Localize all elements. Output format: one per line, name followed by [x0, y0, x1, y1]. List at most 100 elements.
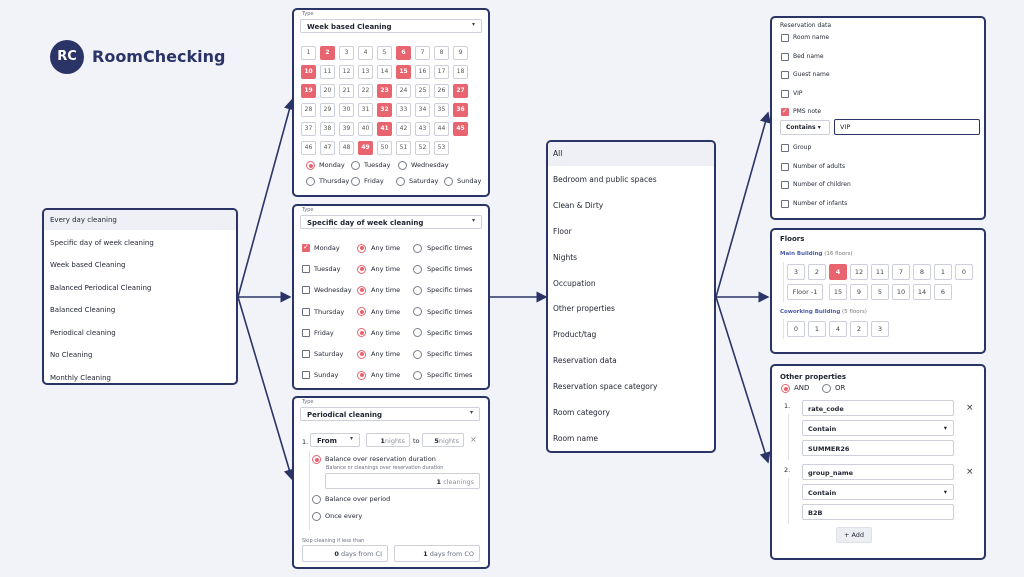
- floor-button[interactable]: 4: [829, 264, 847, 280]
- filter-item[interactable]: Other properties: [553, 304, 615, 314]
- week-cell[interactable]: 8: [434, 46, 449, 60]
- any-time-radio[interactable]: [357, 328, 366, 338]
- cleanings-input[interactable]: 1 cleanings: [325, 473, 480, 489]
- filter-item[interactable]: Bedroom and public spaces: [553, 174, 657, 184]
- week-cell[interactable]: 25: [415, 84, 430, 98]
- week-cell[interactable]: 17: [434, 65, 449, 79]
- contains-value-input[interactable]: VIP: [834, 119, 980, 135]
- remove-icon[interactable]: ×: [470, 435, 477, 444]
- condition-value-input[interactable]: SUMMER26: [802, 440, 954, 456]
- day-checkbox[interactable]: [302, 286, 310, 295]
- week-cell[interactable]: 37: [301, 122, 316, 136]
- floor-button[interactable]: 1: [808, 321, 826, 337]
- week-cell[interactable]: 23: [377, 84, 392, 98]
- reservation-checkbox[interactable]: [781, 52, 789, 61]
- week-cell[interactable]: 33: [396, 103, 411, 117]
- condition-value-input[interactable]: B2B: [802, 504, 954, 520]
- type-item[interactable]: Specific day of week cleaning: [50, 239, 154, 247]
- week-cell[interactable]: 2: [320, 46, 335, 60]
- week-cell[interactable]: 10: [301, 65, 316, 79]
- any-time-radio[interactable]: [357, 285, 366, 295]
- filter-item[interactable]: Reservation data: [553, 356, 617, 366]
- reservation-checkbox[interactable]: [781, 71, 789, 80]
- type-item[interactable]: Balanced Periodical Cleaning: [50, 284, 152, 292]
- week-cell[interactable]: 38: [320, 122, 335, 136]
- week-cell[interactable]: 36: [453, 103, 468, 117]
- week-cell[interactable]: 19: [301, 84, 316, 98]
- weekday-radio[interactable]: [351, 161, 360, 170]
- week-cell[interactable]: 3: [339, 46, 354, 60]
- type-item[interactable]: Week based Cleaning: [50, 261, 126, 269]
- week-cell[interactable]: 46: [301, 141, 316, 155]
- week-cell[interactable]: 44: [434, 122, 449, 136]
- week-cell[interactable]: 20: [320, 84, 335, 98]
- week-cell[interactable]: 35: [434, 103, 449, 117]
- week-cell[interactable]: 34: [415, 103, 430, 117]
- reservation-checkbox[interactable]: [781, 162, 789, 171]
- ci-days-input[interactable]: 0 days from CI: [302, 545, 388, 562]
- floor-button[interactable]: 7: [892, 264, 910, 280]
- week-cell[interactable]: 29: [320, 103, 335, 117]
- week-cell[interactable]: 31: [358, 103, 373, 117]
- week-cell[interactable]: 18: [453, 65, 468, 79]
- week-cell[interactable]: 16: [415, 65, 430, 79]
- floor-button[interactable]: 0: [787, 321, 805, 337]
- specific-times-radio[interactable]: [413, 349, 422, 359]
- reservation-checkbox[interactable]: [781, 89, 789, 98]
- filter-item[interactable]: Occupation: [553, 278, 596, 288]
- week-cell[interactable]: 5: [377, 46, 392, 60]
- filter-item[interactable]: Room category: [553, 408, 610, 417]
- type-item[interactable]: Every day cleaning: [50, 216, 117, 224]
- balance-reservation-radio[interactable]: [312, 455, 321, 464]
- floor-button[interactable]: 6: [934, 284, 952, 300]
- specific-times-radio[interactable]: [413, 243, 422, 253]
- week-cell[interactable]: 41: [377, 122, 392, 136]
- type-item[interactable]: No Cleaning: [50, 351, 93, 359]
- filter-item[interactable]: Nights: [553, 252, 578, 262]
- day-checkbox[interactable]: [302, 350, 310, 358]
- week-cell[interactable]: 27: [453, 84, 468, 98]
- any-time-radio[interactable]: [357, 264, 366, 274]
- weekday-radio[interactable]: [351, 177, 360, 186]
- filter-item[interactable]: Product/tag: [553, 330, 597, 340]
- floor-button[interactable]: 2: [850, 321, 868, 337]
- week-cell[interactable]: 13: [358, 65, 373, 79]
- week-cell[interactable]: 53: [434, 141, 449, 155]
- and-radio[interactable]: [781, 384, 790, 393]
- week-cell[interactable]: 1: [301, 46, 316, 60]
- filter-item[interactable]: Clean & Dirty: [553, 200, 604, 210]
- reservation-checkbox[interactable]: [781, 107, 789, 117]
- week-cell[interactable]: 42: [396, 122, 411, 136]
- floor-button[interactable]: 15: [829, 284, 847, 300]
- filter-item[interactable]: Room name: [553, 433, 599, 443]
- specific-times-radio[interactable]: [413, 370, 422, 380]
- co-days-input[interactable]: 1 days from CO: [394, 545, 480, 562]
- filter-item[interactable]: Floor: [553, 226, 572, 236]
- once-every-radio[interactable]: [312, 512, 321, 521]
- day-checkbox[interactable]: [302, 265, 310, 274]
- condition-operator-select[interactable]: Contain▾: [802, 484, 954, 500]
- week-cell[interactable]: 21: [339, 84, 354, 98]
- week-cell[interactable]: 22: [358, 84, 373, 98]
- floor-button[interactable]: 4: [829, 321, 847, 337]
- week-cell[interactable]: 39: [339, 122, 354, 136]
- type-item[interactable]: Periodical cleaning: [50, 329, 116, 337]
- week-cell[interactable]: 28: [301, 103, 316, 117]
- type-select[interactable]: Specific day of week cleaning▾: [300, 215, 482, 229]
- week-cell[interactable]: 15: [396, 65, 411, 79]
- contains-select[interactable]: Contains ▾: [780, 120, 830, 135]
- week-cell[interactable]: 14: [377, 65, 392, 79]
- week-cell[interactable]: 48: [339, 141, 354, 155]
- weekday-radio[interactable]: [306, 177, 315, 186]
- week-cell[interactable]: 47: [320, 141, 335, 155]
- balance-period-radio[interactable]: [312, 495, 321, 504]
- week-cell[interactable]: 30: [339, 103, 354, 117]
- from-nights-input[interactable]: 1nights: [366, 433, 410, 447]
- week-cell[interactable]: 45: [453, 122, 468, 136]
- day-checkbox[interactable]: [302, 307, 310, 316]
- floor-button[interactable]: 3: [787, 264, 805, 280]
- type-select[interactable]: Periodical cleaning▾: [300, 407, 480, 421]
- week-cell[interactable]: 43: [415, 122, 430, 136]
- week-cell[interactable]: 7: [415, 46, 430, 60]
- any-time-radio[interactable]: [357, 370, 366, 380]
